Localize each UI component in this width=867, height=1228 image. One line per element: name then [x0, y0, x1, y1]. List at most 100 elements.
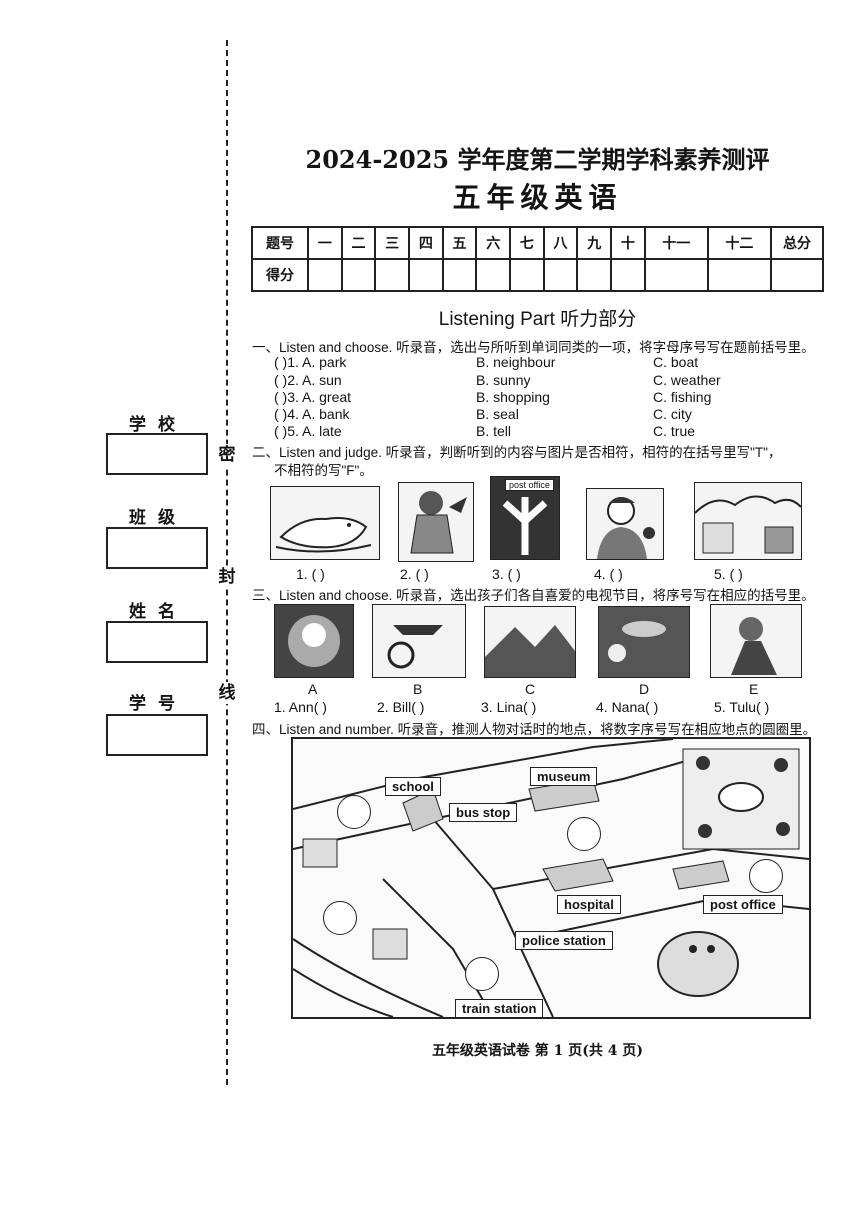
score-cell[interactable]	[706, 258, 773, 292]
picture-girl-with-bird	[398, 482, 474, 562]
score-cell[interactable]	[307, 258, 343, 292]
score-header-cell: 一	[307, 226, 343, 260]
score-table-header-row: 题号 一 二 三 四 五 六 七 八 九 十 十一 十二 总分	[251, 226, 824, 260]
map-roads-illustration	[293, 739, 809, 1017]
score-header-cell: 九	[576, 226, 613, 260]
score-cell[interactable]	[576, 258, 613, 292]
part3-answer-nana: 4. Nana( )	[596, 699, 659, 715]
part3-answer-bill: 2. Bill( )	[377, 699, 425, 715]
part4-instruction: 四、Listen and number. 听录音，推测人物对话时的地点，将数字序…	[252, 722, 817, 737]
part1-item-4-c: C. city	[653, 406, 692, 422]
map-label-train-station: train station	[455, 999, 544, 1017]
score-table: 题号 一 二 三 四 五 六 七 八 九 十 十一 十二 总分 得分	[251, 226, 824, 292]
map-answer-circle-5[interactable]	[465, 957, 499, 991]
score-header-cell: 五	[441, 226, 478, 260]
score-header-cell: 六	[475, 226, 512, 260]
map-answer-circle-3[interactable]	[749, 859, 783, 893]
class-label: 班级	[129, 508, 187, 528]
space-scene-illustration	[608, 621, 666, 662]
score-header-cell: 十二	[706, 226, 773, 260]
girl-illustration	[410, 491, 467, 554]
score-header-cell: 题号	[251, 226, 309, 260]
school-label: 学校	[129, 415, 187, 435]
part2-instruction-cont: 不相符的写"F"。	[274, 463, 373, 478]
part2-caption-3: 3. ( )	[492, 566, 521, 582]
part3-answer-tulu: 5. Tulu( )	[714, 699, 770, 715]
boy-illustration	[597, 497, 655, 559]
park-illustration	[695, 495, 801, 554]
part1-item-2-c: C. weather	[653, 372, 721, 388]
map-label-police-station: police station	[515, 931, 613, 950]
score-header-cell: 七	[509, 226, 545, 260]
class-field[interactable]	[106, 527, 208, 569]
score-header-cell: 十一	[643, 226, 709, 260]
score-row-label: 得分	[251, 258, 309, 292]
part1-item-1-a: ( )1. A. park	[274, 354, 347, 370]
part1-item-1-c: C. boat	[653, 354, 699, 370]
map-answer-circle-4[interactable]	[323, 901, 357, 935]
map-label-school: school	[385, 777, 441, 796]
mountain-scene-illustration	[485, 625, 575, 677]
tv-show-e-picture	[710, 604, 802, 678]
tv-show-d-label: D	[639, 681, 650, 697]
part2-instruction: 二、Listen and judge. 听录音，判断听到的内容与图片是否相符，相…	[252, 445, 782, 460]
score-cell[interactable]	[542, 258, 579, 292]
part1-item-4-b: B. seal	[476, 406, 519, 422]
cartoon-monkey-illustration	[288, 615, 340, 667]
part1-item-5-b: B. tell	[476, 423, 512, 439]
part2-caption-4: 4. ( )	[594, 566, 623, 582]
score-cell[interactable]	[475, 258, 512, 292]
score-cell[interactable]	[770, 258, 824, 292]
score-cell[interactable]	[441, 258, 478, 292]
page-footer: 五年级英语试卷 第 1 页(共 4 页)	[431, 1043, 644, 1059]
tv-show-e-label: E	[749, 681, 759, 697]
picture-boy-with-flowers	[586, 488, 664, 560]
binding-char-xian: 线	[216, 682, 238, 704]
score-cell[interactable]	[374, 258, 411, 292]
part3-instruction: 三、Listen and choose. 听录音，选出孩子们各自喜爱的电视节目，…	[252, 588, 815, 603]
school-field[interactable]	[106, 433, 208, 475]
score-header-cell: 四	[408, 226, 444, 260]
part1-instruction: 一、Listen and choose. 听录音，选出与所听到单词同类的一项，将…	[252, 340, 815, 355]
part1-item-5-a: ( )5. A. late	[274, 423, 342, 439]
binding-dashed-line	[226, 40, 228, 1085]
part2-caption-1: 1. ( )	[296, 566, 325, 582]
tv-show-a-picture	[274, 604, 354, 678]
score-header-cell: 总分	[770, 226, 824, 260]
score-table-score-row: 得分	[251, 258, 824, 292]
part1-item-5-c: C. true	[653, 423, 696, 439]
name-label: 姓名	[129, 602, 187, 622]
tv-show-c-label: C	[525, 681, 536, 697]
score-cell[interactable]	[610, 258, 646, 292]
picture-park-scene	[694, 482, 802, 560]
score-cell[interactable]	[408, 258, 444, 292]
score-cell[interactable]	[643, 258, 709, 292]
tv-show-b-picture	[372, 604, 466, 678]
exam-subtitle: 五年级英语	[452, 181, 623, 214]
listening-heading: Listening Part 听力部分	[438, 309, 637, 330]
picture-seal	[270, 486, 380, 560]
score-header-cell: 八	[542, 226, 579, 260]
part1-item-2-a: ( )2. A. sun	[274, 372, 342, 388]
score-cell[interactable]	[340, 258, 377, 292]
map-label-post-office: post office	[703, 895, 783, 914]
tv-show-a-label: A	[308, 681, 318, 697]
score-header-cell: 二	[340, 226, 377, 260]
map-label-hospital: hospital	[557, 895, 621, 914]
score-cell[interactable]	[509, 258, 545, 292]
detective-illustration	[387, 625, 443, 669]
student-id-field[interactable]	[106, 714, 208, 756]
map-label-museum: museum	[530, 767, 598, 786]
binding-char-feng: 封	[216, 566, 238, 588]
part2-caption-2: 2. ( )	[400, 566, 429, 582]
student-id-label: 学号	[129, 694, 187, 714]
exam-title: 2024-2025 学年度第二学期学科素养测评	[305, 145, 770, 174]
map-label-bus-stop: bus stop	[449, 803, 518, 822]
map-answer-circle-1[interactable]	[337, 795, 371, 829]
map-answer-circle-2[interactable]	[567, 817, 601, 851]
town-map: school museum bus stop hospital post off…	[291, 737, 811, 1019]
part3-answer-ann: 1. Ann( )	[274, 699, 327, 715]
binding-char-mi: 密	[216, 444, 238, 466]
name-field[interactable]	[106, 621, 208, 663]
post-office-sign-text: post office	[505, 479, 554, 491]
